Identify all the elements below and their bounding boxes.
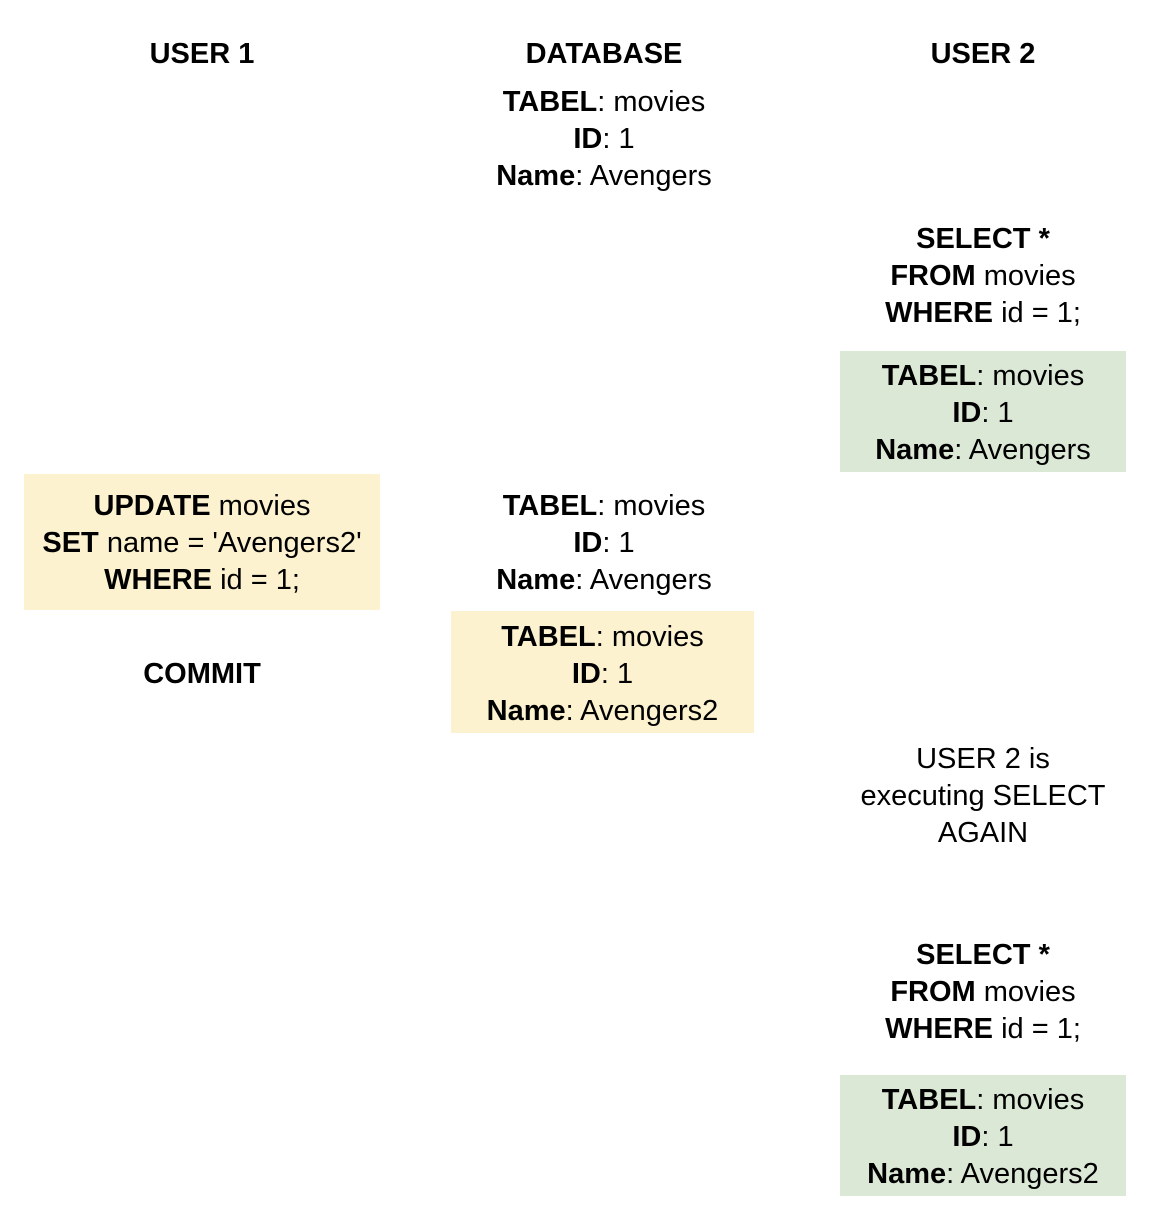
header-database: DATABASE — [525, 38, 683, 70]
key-label: Name — [496, 160, 576, 192]
value-label: : 1 — [602, 527, 635, 559]
key-label: ID — [571, 658, 601, 690]
sql-keyword: WHERE — [885, 297, 994, 329]
value-label: : Avengers — [954, 434, 1091, 466]
key-label: Name — [486, 695, 566, 727]
user2-result-1: TABEL: movies ID: 1 Name: Avengers — [840, 351, 1126, 472]
user2-select-query-1: SELECT * FROM movies WHERE id = 1; — [803, 221, 1163, 332]
user1-commit: COMMIT — [143, 658, 261, 690]
value-label: : 1 — [602, 123, 635, 155]
sql-text: name = 'Avengers2' — [98, 527, 362, 559]
sql-text: movies — [210, 490, 311, 522]
note-line: executing SELECT — [860, 780, 1106, 812]
sql-text: id = 1; — [993, 297, 1081, 329]
header-user2: USER 2 — [930, 38, 1036, 70]
note-line: AGAIN — [937, 817, 1029, 849]
sql-text: movies — [975, 260, 1076, 292]
value-label: : 1 — [981, 397, 1014, 429]
sql-text: id = 1; — [212, 564, 300, 596]
sql-text: movies — [975, 976, 1076, 1008]
key-label: ID — [952, 1121, 982, 1153]
key-label: TABEL — [881, 1084, 977, 1116]
note-line: USER 2 is — [916, 743, 1050, 775]
value-label: : 1 — [600, 658, 634, 690]
header-user1: USER 1 — [149, 38, 255, 70]
sql-keyword: FROM — [890, 976, 976, 1008]
user2-note: USER 2 is executing SELECT AGAIN — [803, 741, 1163, 852]
value-label: : movies — [597, 86, 706, 118]
sql-text: id = 1; — [993, 1013, 1081, 1045]
sql-keyword: FROM — [890, 260, 976, 292]
sql-keyword: UPDATE — [93, 490, 211, 522]
key-label: Name — [867, 1158, 947, 1190]
sql-keyword: WHERE — [104, 564, 213, 596]
sql-keyword: SELECT * — [916, 939, 1050, 971]
db-initial-record: TABEL: movies ID: 1 Name: Avengers — [424, 84, 784, 195]
key-label: TABEL — [881, 360, 977, 392]
value-label: : movies — [976, 1084, 1085, 1116]
sql-keyword: SELECT * — [916, 223, 1050, 255]
value-label: : Avengers — [575, 160, 712, 192]
value-label: : Avengers2 — [946, 1158, 1099, 1190]
value-label: : movies — [976, 360, 1085, 392]
user2-result-2: TABEL: movies ID: 1 Name: Avengers2 — [840, 1075, 1126, 1196]
value-label: : Avengers — [575, 564, 712, 596]
key-label: TABEL — [501, 621, 596, 653]
key-label: Name — [875, 434, 955, 466]
key-label: TABEL — [502, 86, 598, 118]
sql-keyword: SET — [42, 527, 99, 559]
value-label: : Avengers2 — [565, 695, 719, 727]
db-record-before-commit: TABEL: movies ID: 1 Name: Avengers — [424, 488, 784, 599]
sql-keyword: WHERE — [885, 1013, 994, 1045]
key-label: TABEL — [502, 490, 598, 522]
value-label: : movies — [597, 490, 706, 522]
user1-update-query: UPDATE movies SET name = 'Avengers2' WHE… — [24, 474, 380, 610]
key-label: Name — [496, 564, 576, 596]
key-label: ID — [573, 527, 603, 559]
key-label: ID — [573, 123, 603, 155]
value-label: : 1 — [981, 1121, 1014, 1153]
user2-select-query-2: SELECT * FROM movies WHERE id = 1; — [803, 937, 1163, 1048]
key-label: ID — [952, 397, 982, 429]
db-record-after-commit: TABEL: movies ID: 1 Name: Avengers2 — [451, 611, 754, 733]
value-label: : movies — [595, 621, 704, 653]
